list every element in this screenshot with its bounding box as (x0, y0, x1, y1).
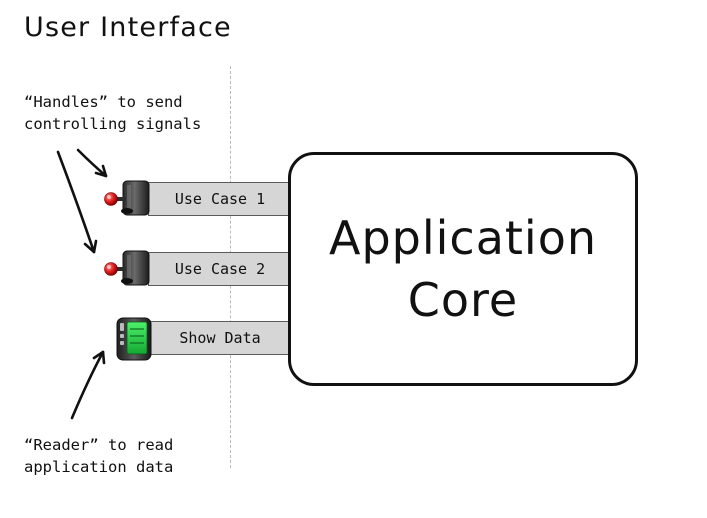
joystick-handle-icon (104, 180, 150, 216)
application-core: Application Core (288, 152, 638, 386)
diagram-title: User Interface (24, 12, 232, 43)
application-core-title-line-2: Core (407, 273, 519, 327)
handles-annotation: “Handles” to send controlling signals (24, 91, 201, 135)
use-case-1-label: Use Case 1 (174, 190, 266, 208)
application-core-title-line-1: Application (328, 211, 598, 265)
handles-annotation-line-2: controlling signals (24, 115, 202, 133)
reader-annotation-line-1: “Reader” to read (24, 436, 174, 454)
show-data-label: Show Data (179, 329, 261, 347)
use-case-1-port: Use Case 1 (148, 182, 291, 216)
arrow-to-show-data (70, 350, 106, 420)
use-case-2-label: Use Case 2 (174, 260, 266, 278)
reader-annotation: “Reader” to read application data (24, 434, 173, 478)
reader-annotation-line-2: application data (24, 458, 174, 476)
arrow-to-use-case-1 (76, 148, 108, 178)
use-case-2-port: Use Case 2 (148, 252, 291, 286)
joystick-handle-icon (104, 250, 150, 286)
handles-annotation-line-1: “Handles” to send (24, 93, 183, 111)
arrow-to-use-case-2 (56, 150, 98, 254)
data-reader-icon (116, 317, 152, 361)
